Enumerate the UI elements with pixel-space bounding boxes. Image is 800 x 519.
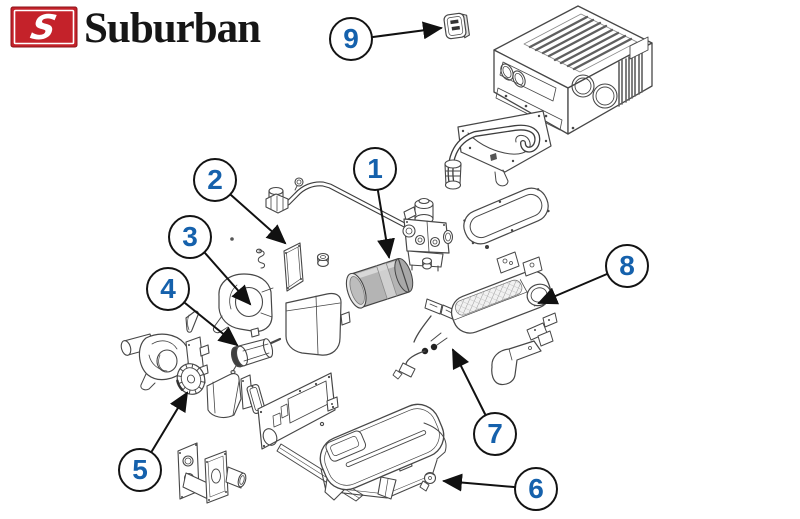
burner-plates-drawing	[496, 251, 543, 277]
callout-6[interactable]: 6	[514, 467, 558, 511]
orifice-fitting-drawing	[419, 471, 437, 492]
callout-9-label: 9	[343, 23, 359, 54]
callout-1[interactable]: 1	[353, 147, 397, 191]
blower-wheel-drawing	[176, 363, 206, 395]
callout-7[interactable]: 7	[473, 412, 517, 456]
burner-box-drawing	[206, 373, 254, 419]
callout-3-label: 3	[182, 221, 198, 252]
callout-1-label: 1	[367, 153, 383, 184]
callout-4[interactable]: 4	[146, 267, 190, 311]
brand-name: Suburban	[84, 5, 261, 52]
callout-8-arrow	[537, 273, 608, 305]
bulkhead-panel-drawing	[257, 372, 339, 450]
callout-3-arrow	[204, 252, 252, 306]
small-hardware-drawing	[230, 237, 489, 428]
motor-drawing	[230, 337, 282, 375]
callout-7-arrow	[452, 348, 486, 415]
gas-line-elbow-drawing	[265, 175, 423, 237]
suburban-logo-icon: S	[10, 6, 78, 53]
duct-collar-drawing	[345, 257, 414, 309]
callout-4-label: 4	[160, 273, 176, 304]
cone-fitting-drawing	[185, 310, 199, 333]
callout-5-label: 5	[132, 454, 148, 485]
heat-exchanger-pan-drawing	[319, 403, 447, 501]
access-plate-drawing	[283, 242, 304, 292]
blower-housing-drawing	[213, 273, 274, 338]
callout-3[interactable]: 3	[168, 215, 212, 259]
oval-gasket-drawing	[463, 187, 550, 245]
callout-5[interactable]: 5	[118, 448, 162, 492]
callout-4-arrow	[184, 302, 239, 347]
callout-5-arrow	[151, 391, 189, 452]
gas-supply-tube-drawing	[444, 124, 541, 190]
callout-2[interactable]: 2	[193, 158, 237, 202]
callout-9[interactable]: 9	[329, 17, 373, 61]
callout-2-label: 2	[207, 164, 223, 195]
callout-6-arrow	[442, 473, 515, 492]
burner-bracket-drawing	[491, 330, 554, 386]
callout-9-arrow	[372, 21, 443, 40]
callout-6-label: 6	[528, 473, 544, 504]
vent-assembly-drawing	[177, 442, 247, 504]
callout-8-label: 8	[619, 250, 635, 281]
limit-switch-drawing	[443, 12, 470, 40]
furnace-cabinet-drawing	[493, 5, 653, 135]
callout-7-label: 7	[487, 418, 503, 449]
gas-valve-drawing	[402, 197, 454, 272]
suburban-logo: S Suburban	[10, 5, 261, 53]
shroud-housing-drawing	[285, 292, 351, 356]
electrode-assembly-drawing	[392, 298, 458, 380]
callout-1-arrow	[377, 190, 395, 259]
callout-8[interactable]: 8	[605, 244, 649, 288]
callout-2-arrow	[230, 194, 287, 245]
